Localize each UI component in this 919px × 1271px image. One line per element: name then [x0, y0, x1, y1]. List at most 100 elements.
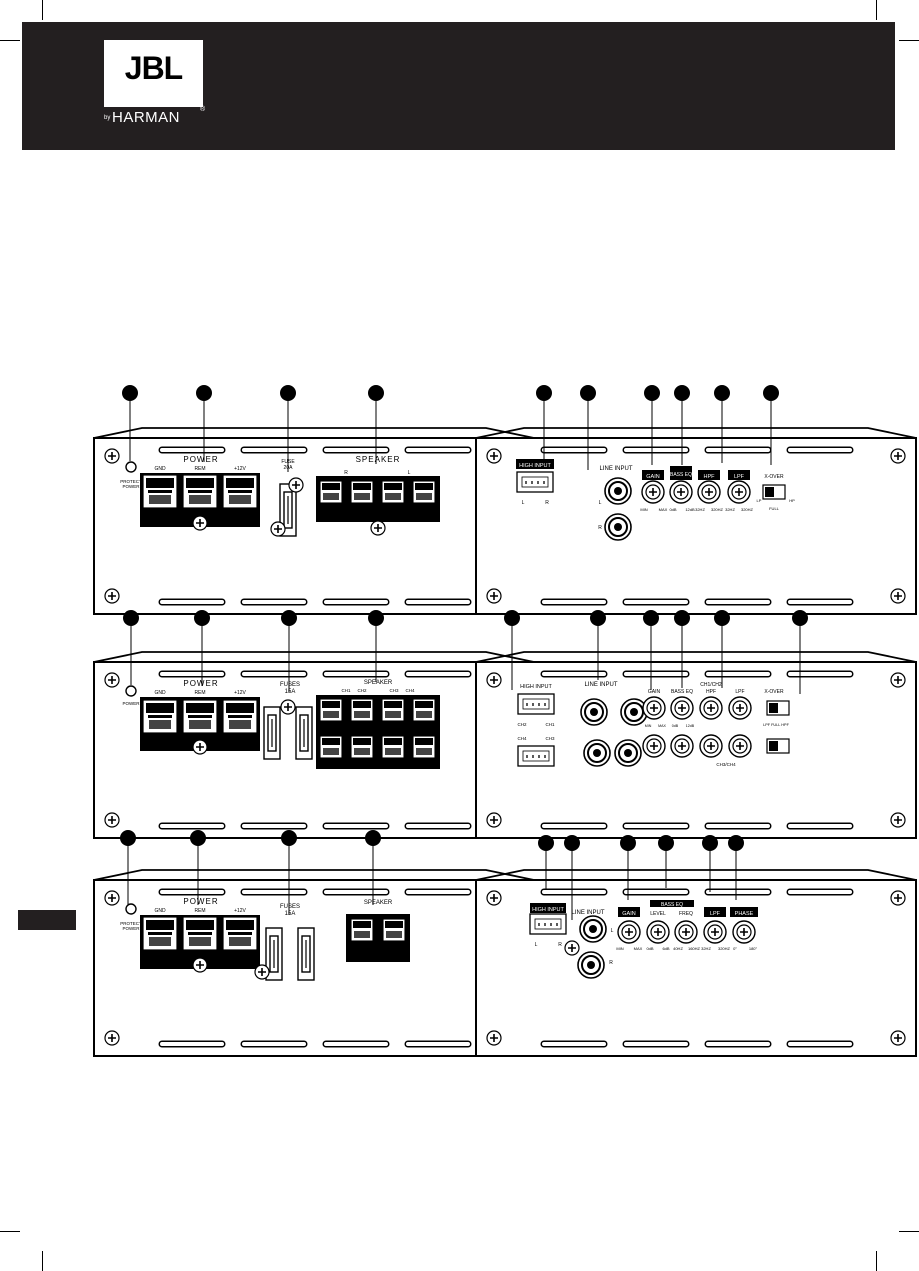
xover-lp: LP — [757, 498, 762, 503]
callout-marker — [368, 385, 384, 401]
phase-180: 180° — [749, 946, 758, 951]
l-label: L — [535, 942, 538, 948]
gain-max: MAX — [658, 724, 666, 728]
gain-min: MIN — [616, 946, 623, 951]
callout-marker — [538, 835, 554, 851]
gain-label: GAIN — [646, 474, 659, 480]
xover-label: X-OVER — [764, 474, 784, 480]
freq-40hz: 40HZ — [673, 946, 683, 951]
lpf-320hz: 320HZ — [718, 946, 731, 951]
ch4-label: CH4 — [517, 736, 526, 741]
jbl-logo: JBL — [104, 40, 203, 107]
lpf-max: 320HZ — [741, 507, 754, 512]
power-label: POWER — [183, 897, 218, 906]
line-r-label: R — [598, 525, 602, 531]
gain-label: GAIN — [648, 689, 661, 695]
bass-eq-label: BASS EQ — [661, 902, 683, 908]
lpf-label: LPF — [735, 689, 744, 695]
crop-mark — [876, 1251, 877, 1271]
callout-markers — [120, 385, 808, 920]
ch4-label: CH4 — [405, 688, 414, 693]
lpf-min: 32HZ — [725, 507, 735, 512]
rem-label: REM — [194, 908, 205, 914]
gain-label: GAIN — [622, 911, 635, 917]
level-6db: 6dB — [662, 946, 669, 951]
ch2-label: CH2 — [517, 722, 526, 727]
crop-mark — [0, 1231, 20, 1232]
r-label: R — [344, 470, 348, 476]
line-l-label: L — [599, 500, 602, 506]
high-input-label: HIGH INPUT — [532, 907, 564, 913]
crop-mark — [899, 1231, 919, 1232]
r-label: R — [558, 942, 562, 948]
callout-marker — [120, 830, 136, 846]
callout-marker — [281, 830, 297, 846]
bass-0db: 0dB — [672, 724, 679, 728]
callout-marker — [714, 385, 730, 401]
ch1-label: CH1 — [545, 722, 554, 727]
ch2-label: CH2 — [357, 688, 366, 693]
speaker-label: SPEAKER — [356, 455, 401, 464]
hpf-max: 320HZ — [711, 507, 724, 512]
power-label: POWER — [183, 679, 218, 688]
high-input-label: HIGH INPUT — [520, 684, 552, 690]
v12-label: +12V — [234, 908, 246, 914]
bass-0db: 0dB — [669, 507, 676, 512]
callout-marker — [365, 830, 381, 846]
xover-full: FULL — [769, 506, 780, 511]
xover-sw-label: LPF FULL HPF — [763, 723, 789, 727]
callout-marker — [123, 610, 139, 626]
v12-label: +12V — [234, 690, 246, 696]
gain-min: MIN — [640, 507, 647, 512]
ch-group2-label: CH3/CH4 — [716, 762, 736, 767]
logo-by: by — [104, 115, 111, 121]
callout-marker — [536, 385, 552, 401]
ch1-label: CH1 — [341, 688, 350, 693]
callout-marker — [674, 385, 690, 401]
phase-0: 0° — [733, 946, 737, 951]
panel-input-2ch: HIGH INPUT L R LINE INPUT L R GAIN MIN M… — [476, 428, 916, 614]
callout-marker — [674, 610, 690, 626]
lpf-32hz: 32HZ — [701, 946, 711, 951]
speaker-label: SPEAKER — [364, 900, 393, 906]
phase-label: PHASE — [735, 911, 754, 917]
bass-12db: 12dB — [686, 724, 695, 728]
callout-marker — [714, 610, 730, 626]
logo-reg: ® — [200, 106, 206, 113]
power-label: POWER — [183, 455, 218, 464]
line-l-label: L — [611, 928, 614, 934]
callout-marker — [580, 385, 596, 401]
panel-input-4ch: HIGH INPUT CH2 CH1 CH4 CH3 LINE INPUT GA… — [476, 652, 916, 838]
lpf-label: LPF — [734, 474, 745, 480]
v12-label: +12V — [234, 466, 246, 472]
callout-marker — [280, 385, 296, 401]
hpf-min: 32HZ — [695, 507, 705, 512]
callout-marker — [122, 385, 138, 401]
gnd-label: GND — [154, 466, 166, 472]
callout-marker — [564, 835, 580, 851]
panel-input-mono: HIGH INPUT L R LINE INPUT L R GAIN MIN M… — [476, 870, 916, 1056]
line-input-label: LINE INPUT — [584, 682, 617, 688]
gain-max: MAX — [634, 946, 643, 951]
l-label: L — [408, 470, 411, 476]
crop-mark — [876, 0, 877, 20]
lpf-label: LPF — [710, 911, 721, 917]
level-0db: 0dB — [646, 946, 653, 951]
bass-eq-label: BASS EQ — [671, 689, 693, 695]
crop-mark — [42, 1251, 43, 1271]
callout-marker — [504, 610, 520, 626]
callout-marker — [728, 835, 744, 851]
crop-mark — [42, 0, 43, 20]
callout-marker — [643, 610, 659, 626]
speaker-label: SPEAKER — [364, 680, 393, 686]
xover-hp: HP — [789, 498, 795, 503]
callout-marker — [763, 385, 779, 401]
led-label: POWER — [122, 701, 140, 706]
crop-mark — [0, 40, 20, 41]
callout-marker — [590, 610, 606, 626]
callout-marker — [792, 610, 808, 626]
